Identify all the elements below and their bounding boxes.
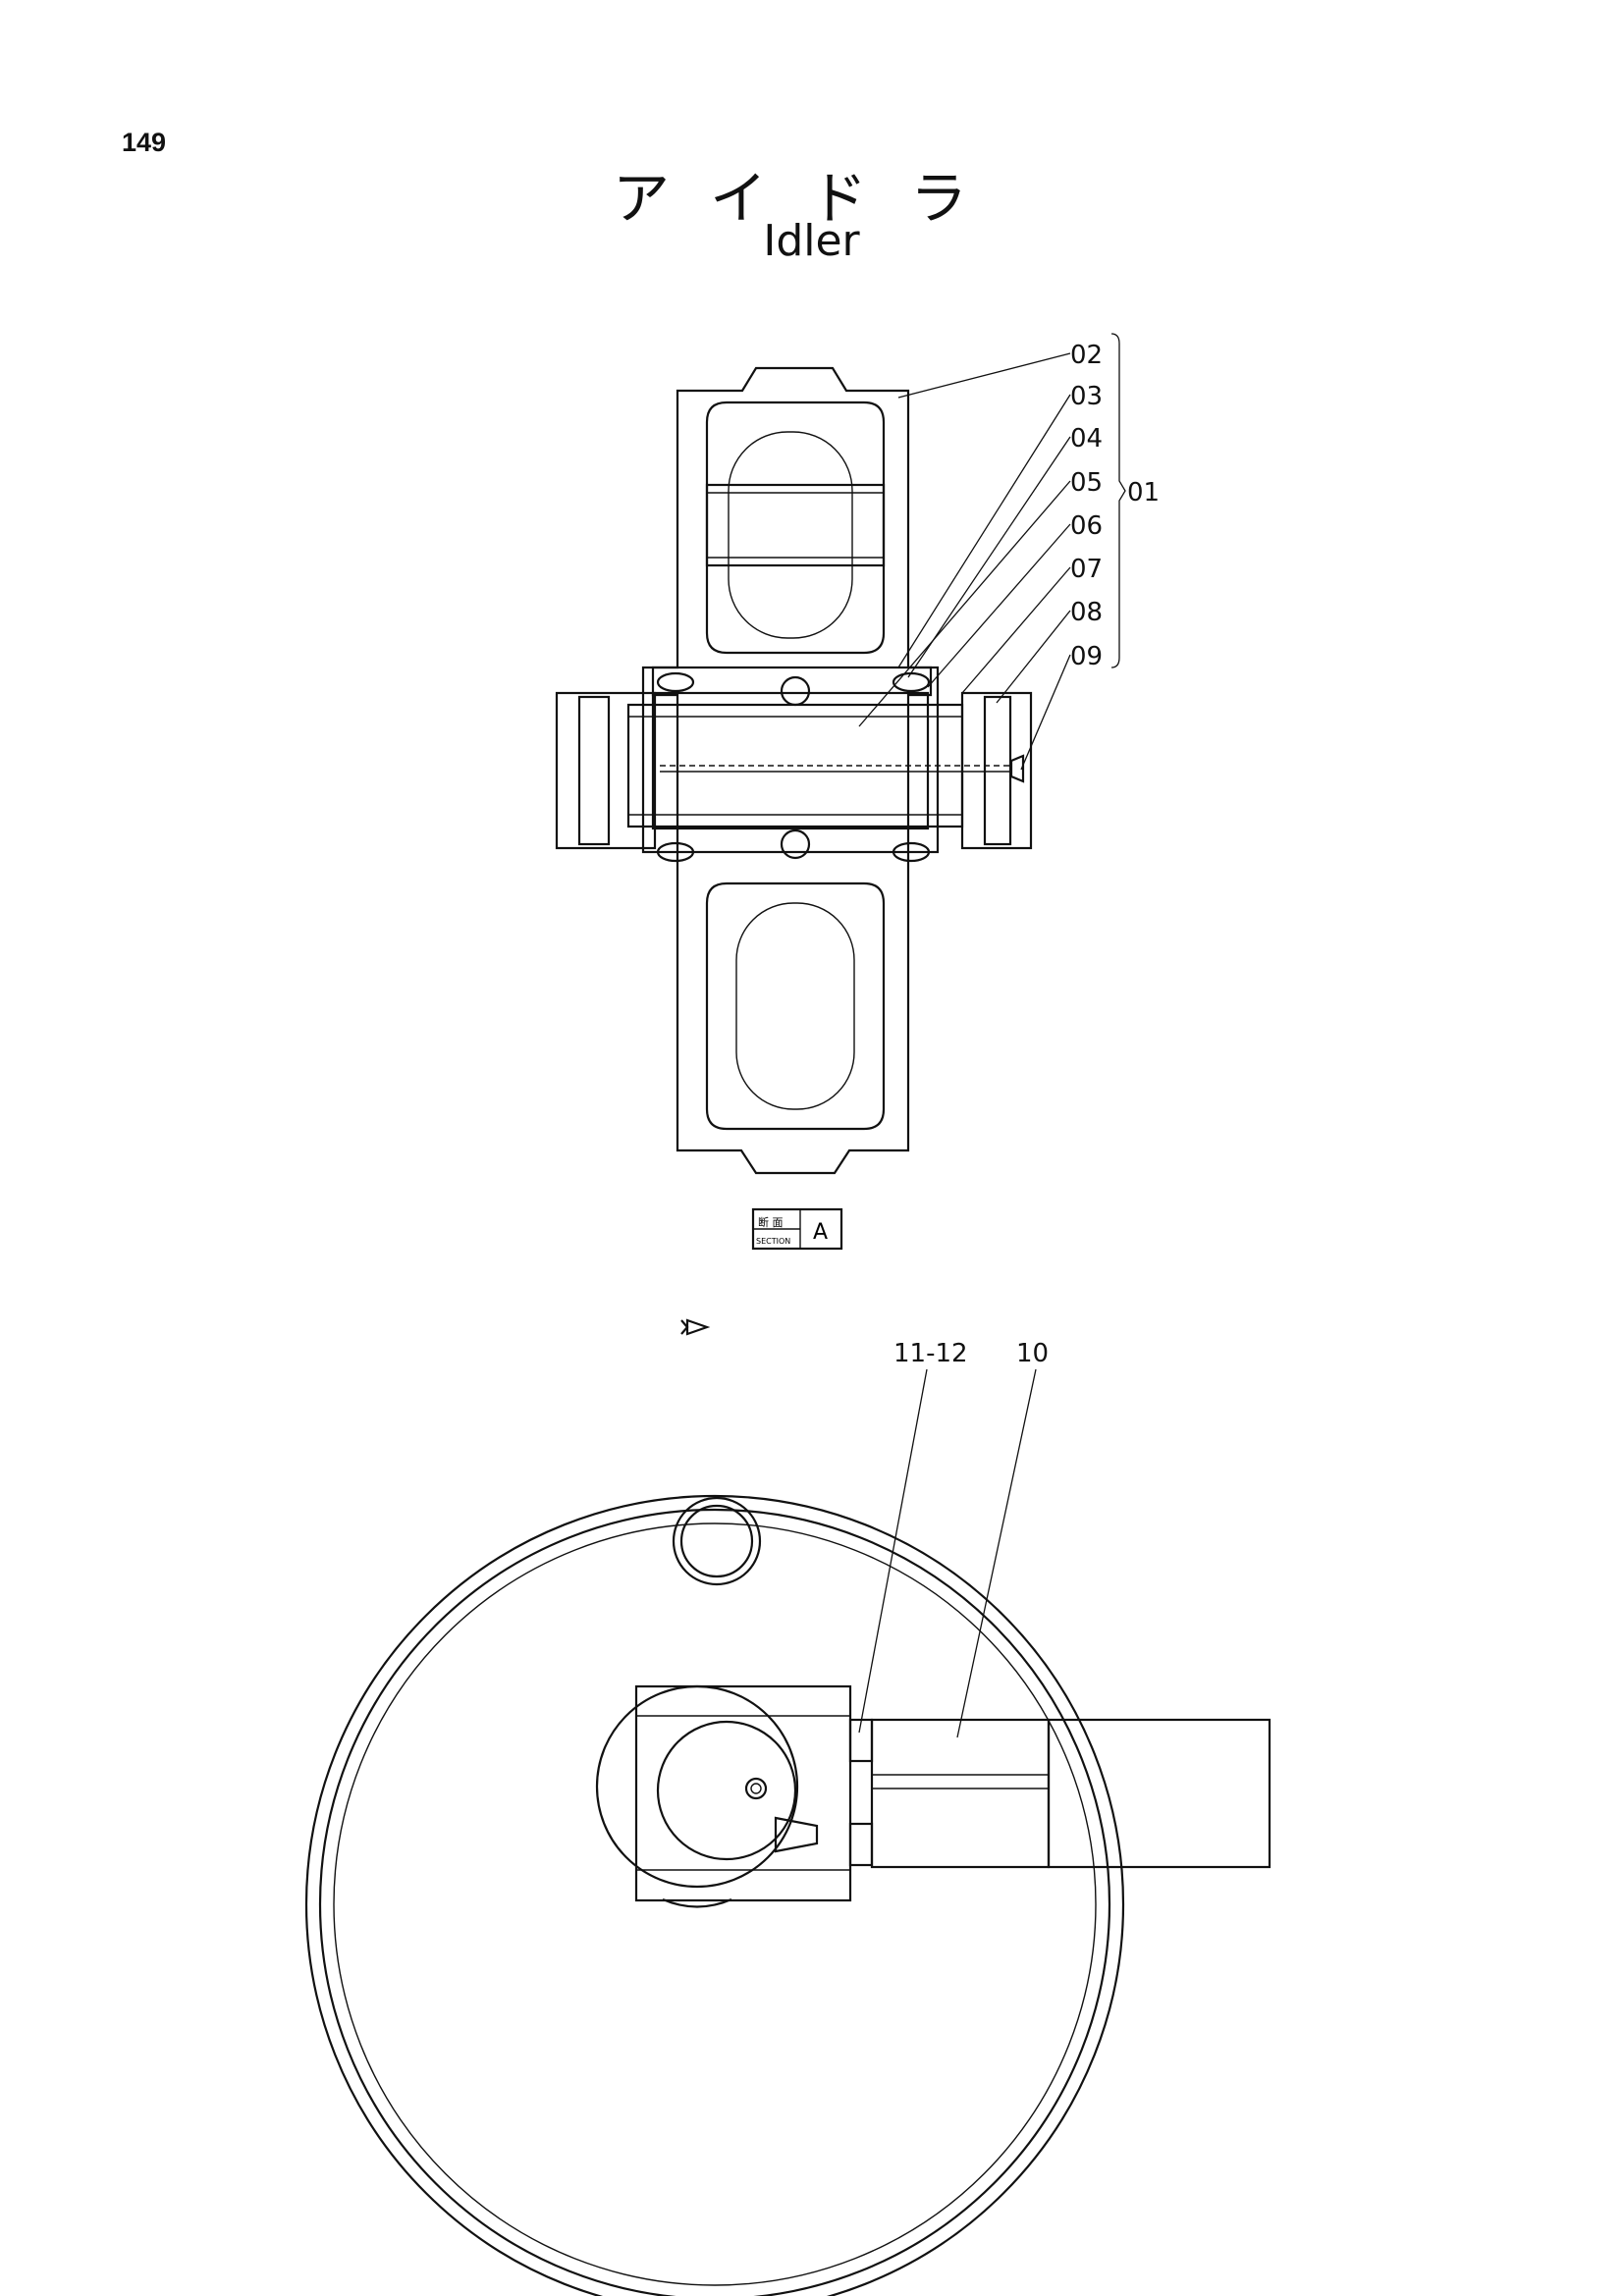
callout-06: 06 [1070,511,1103,541]
page-title-japanese: アイドラ [612,165,1011,232]
section-label-jp: 断 面 [758,1215,784,1229]
page-number: 149 [122,128,167,157]
bushing-band [705,483,886,567]
section-view [555,366,1033,1175]
plan-leader-lines [858,1368,1037,1738]
callout-05: 05 [1070,468,1103,498]
arm-block [1047,1718,1271,1869]
right-support [960,691,1033,850]
assembly-bracket [1110,333,1126,668]
plan-view [305,1495,1271,2296]
section-callouts: 02 03 04 05 06 07 08 09 01 [1070,333,1160,671]
callout-10: 10 [1016,1339,1049,1368]
tension-rod [870,1718,1051,1869]
support-yoke [634,1684,852,1902]
seal-rings [656,671,931,863]
section-label-letter: A [813,1220,828,1245]
plan-callouts: 11-12 10 [893,1339,1049,1368]
hub-housing [641,666,940,854]
idler-wheel-section [651,366,933,1175]
callout-01: 01 [1127,478,1160,507]
idler-outer-rim [305,1495,1124,2296]
callout-09: 09 [1070,642,1103,671]
left-support [555,691,657,850]
lower-cavity [705,881,886,1131]
section-a-label: 断 面 SECTION A [751,1207,843,1251]
callout-07: 07 [1070,555,1103,584]
section-leader-lines [858,352,1071,771]
section-label-en: SECTION [756,1237,790,1246]
page-title-english: Idler [763,216,860,266]
section-arrow-icon [680,1318,711,1336]
callout-03: 03 [1070,382,1103,411]
callout-11-12: 11-12 [893,1339,968,1368]
callout-02: 02 [1070,341,1103,370]
callout-08: 08 [1070,598,1103,627]
bolts [848,1718,874,1867]
upper-cavity [705,400,886,655]
callout-04: 04 [1070,424,1103,454]
